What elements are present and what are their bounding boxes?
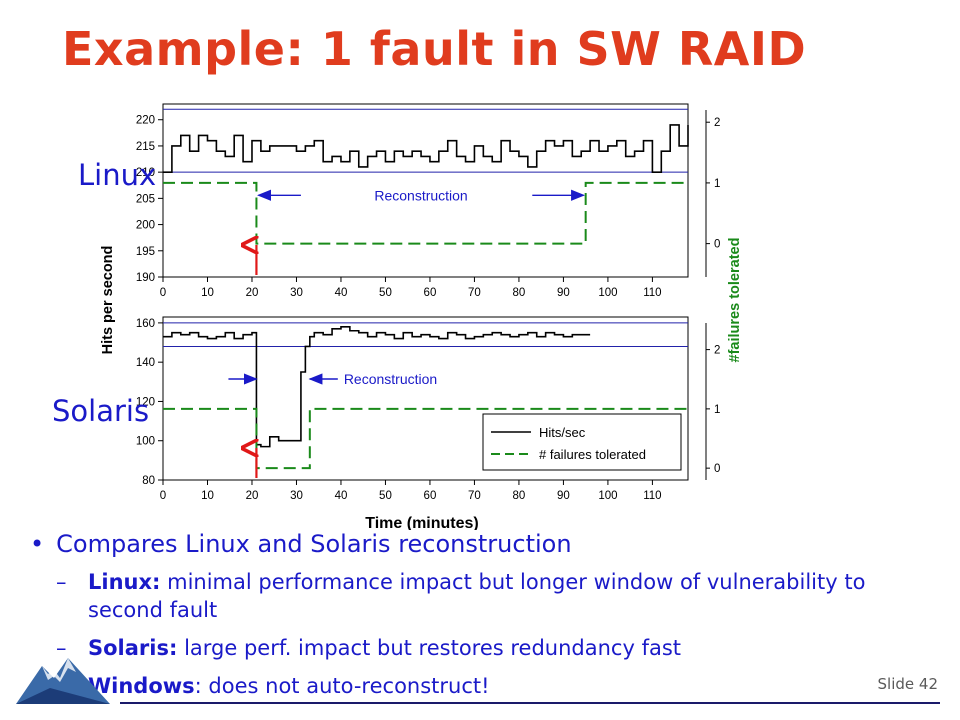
solaris-xtick-label: 10 (201, 490, 214, 502)
bullet-sub-solaris: – Solaris: large perf. impact but restor… (56, 634, 910, 662)
solaris-plot-frame (162, 316, 689, 481)
footer-rule (120, 702, 940, 704)
linux-ytick-label: 190 (136, 272, 155, 284)
bullet-list: • Compares Linux and Solaris reconstruct… (30, 530, 910, 700)
bullet-keyword: Solaris: (88, 636, 178, 660)
solaris-ytick-label: 120 (136, 396, 155, 408)
y-axis-label: Hits per second (100, 246, 116, 355)
solaris-xtick-label: 90 (557, 490, 570, 502)
solaris-label: Solaris (52, 394, 150, 428)
legend-hits-label: Hits/sec (539, 425, 586, 440)
bullet-body: minimal performance impact but longer wi… (88, 570, 866, 622)
solaris-ytick-label: 80 (142, 475, 155, 487)
solaris-xtick-label: 0 (160, 490, 166, 502)
bullet-dash: – (56, 570, 67, 594)
bullet-sub-windows: – Windows: does not auto-reconstruct! (56, 672, 910, 700)
linux-ytick-label: 220 (136, 115, 155, 127)
bullet-sub-text: Windows: does not auto-reconstruct! (88, 672, 490, 700)
solaris-y2tick-label: 2 (714, 345, 720, 357)
bullet-sub-text: Solaris: large perf. impact but restores… (88, 634, 681, 662)
bullet-sub-linux: – Linux: minimal performance impact but … (56, 568, 910, 624)
solaris-ytick-label: 100 (136, 436, 155, 448)
y2-axis-label: #failures tolerated (727, 238, 743, 363)
solaris-reconstruction-label: Reconstruction (344, 371, 437, 387)
linux-xtick-label: 90 (557, 287, 570, 299)
linux-xtick-label: 30 (290, 287, 303, 299)
solaris-y2tick-label: 1 (714, 404, 720, 416)
slide-number: Slide 42 (877, 675, 938, 693)
linux-xtick-label: 60 (424, 287, 437, 299)
solaris-xtick-label: 20 (246, 490, 259, 502)
x-axis-label: Time (minutes) (365, 515, 479, 530)
solaris-ytick-label: 140 (136, 357, 155, 369)
solaris-xtick-label: 80 (513, 490, 526, 502)
bullet-main-text: Compares Linux and Solaris reconstructio… (56, 530, 572, 558)
linux-reconstruction-label: Reconstruction (374, 187, 467, 203)
solaris-xtick-label: 40 (335, 490, 348, 502)
linux-xtick-label: 80 (513, 287, 526, 299)
linux-ytick-label: 195 (136, 246, 155, 258)
bullet-keyword: Linux: (88, 570, 161, 594)
linux-plot-frame (162, 103, 689, 278)
solaris-xtick-label: 100 (598, 490, 617, 502)
linux-ytick-label: 210 (136, 167, 155, 179)
bullet-keyword: Windows (88, 674, 195, 698)
linux-xtick-label: 50 (379, 287, 392, 299)
bullet-sub-text: Linux: minimal performance impact but lo… (88, 568, 910, 624)
linux-xtick-label: 10 (201, 287, 214, 299)
linux-y2tick-label: 0 (714, 239, 720, 251)
linux-xtick-label: 110 (643, 287, 661, 299)
solaris-y2tick-label: 0 (714, 463, 720, 475)
linux-failures-series (163, 181, 688, 245)
linux-xtick-label: 100 (598, 287, 617, 299)
solaris-xtick-label: 60 (424, 490, 437, 502)
linux-ytick-label: 200 (136, 220, 155, 232)
bullet-main: • Compares Linux and Solaris reconstruct… (30, 530, 910, 558)
linux-ytick-label: 205 (136, 193, 155, 205)
solaris-ytick-label: 160 (136, 318, 155, 330)
solaris-xtick-label: 110 (643, 490, 661, 502)
linux-label: Linux (78, 158, 157, 192)
linux-hits-series (163, 124, 689, 173)
linux-xtick-label: 20 (246, 287, 259, 299)
solaris-xtick-label: 70 (468, 490, 481, 502)
legend-failures-label: # failures tolerated (539, 447, 646, 462)
bullet-dot: • (30, 530, 45, 558)
bullet-body: large perf. impact but restores redundan… (184, 636, 682, 660)
slide-title: Example: 1 fault in SW RAID (62, 22, 807, 76)
solaris-xtick-label: 50 (379, 490, 392, 502)
linux-xtick-label: 70 (468, 287, 481, 299)
solaris-hits-series (163, 326, 591, 448)
linux-xtick-label: 40 (335, 287, 348, 299)
solaris-failures-series (163, 407, 688, 470)
bullet-body: : does not auto-reconstruct! (194, 674, 490, 698)
linux-y2tick-label: 2 (714, 117, 720, 129)
legend-box (482, 413, 682, 471)
linux-y2tick-label: 1 (714, 178, 720, 190)
logo-mountain-icon (16, 658, 110, 704)
linux-ytick-label: 215 (136, 141, 155, 153)
linux-xtick-label: 0 (160, 287, 166, 299)
solaris-xtick-label: 30 (290, 490, 303, 502)
bullet-dash: – (56, 636, 67, 660)
